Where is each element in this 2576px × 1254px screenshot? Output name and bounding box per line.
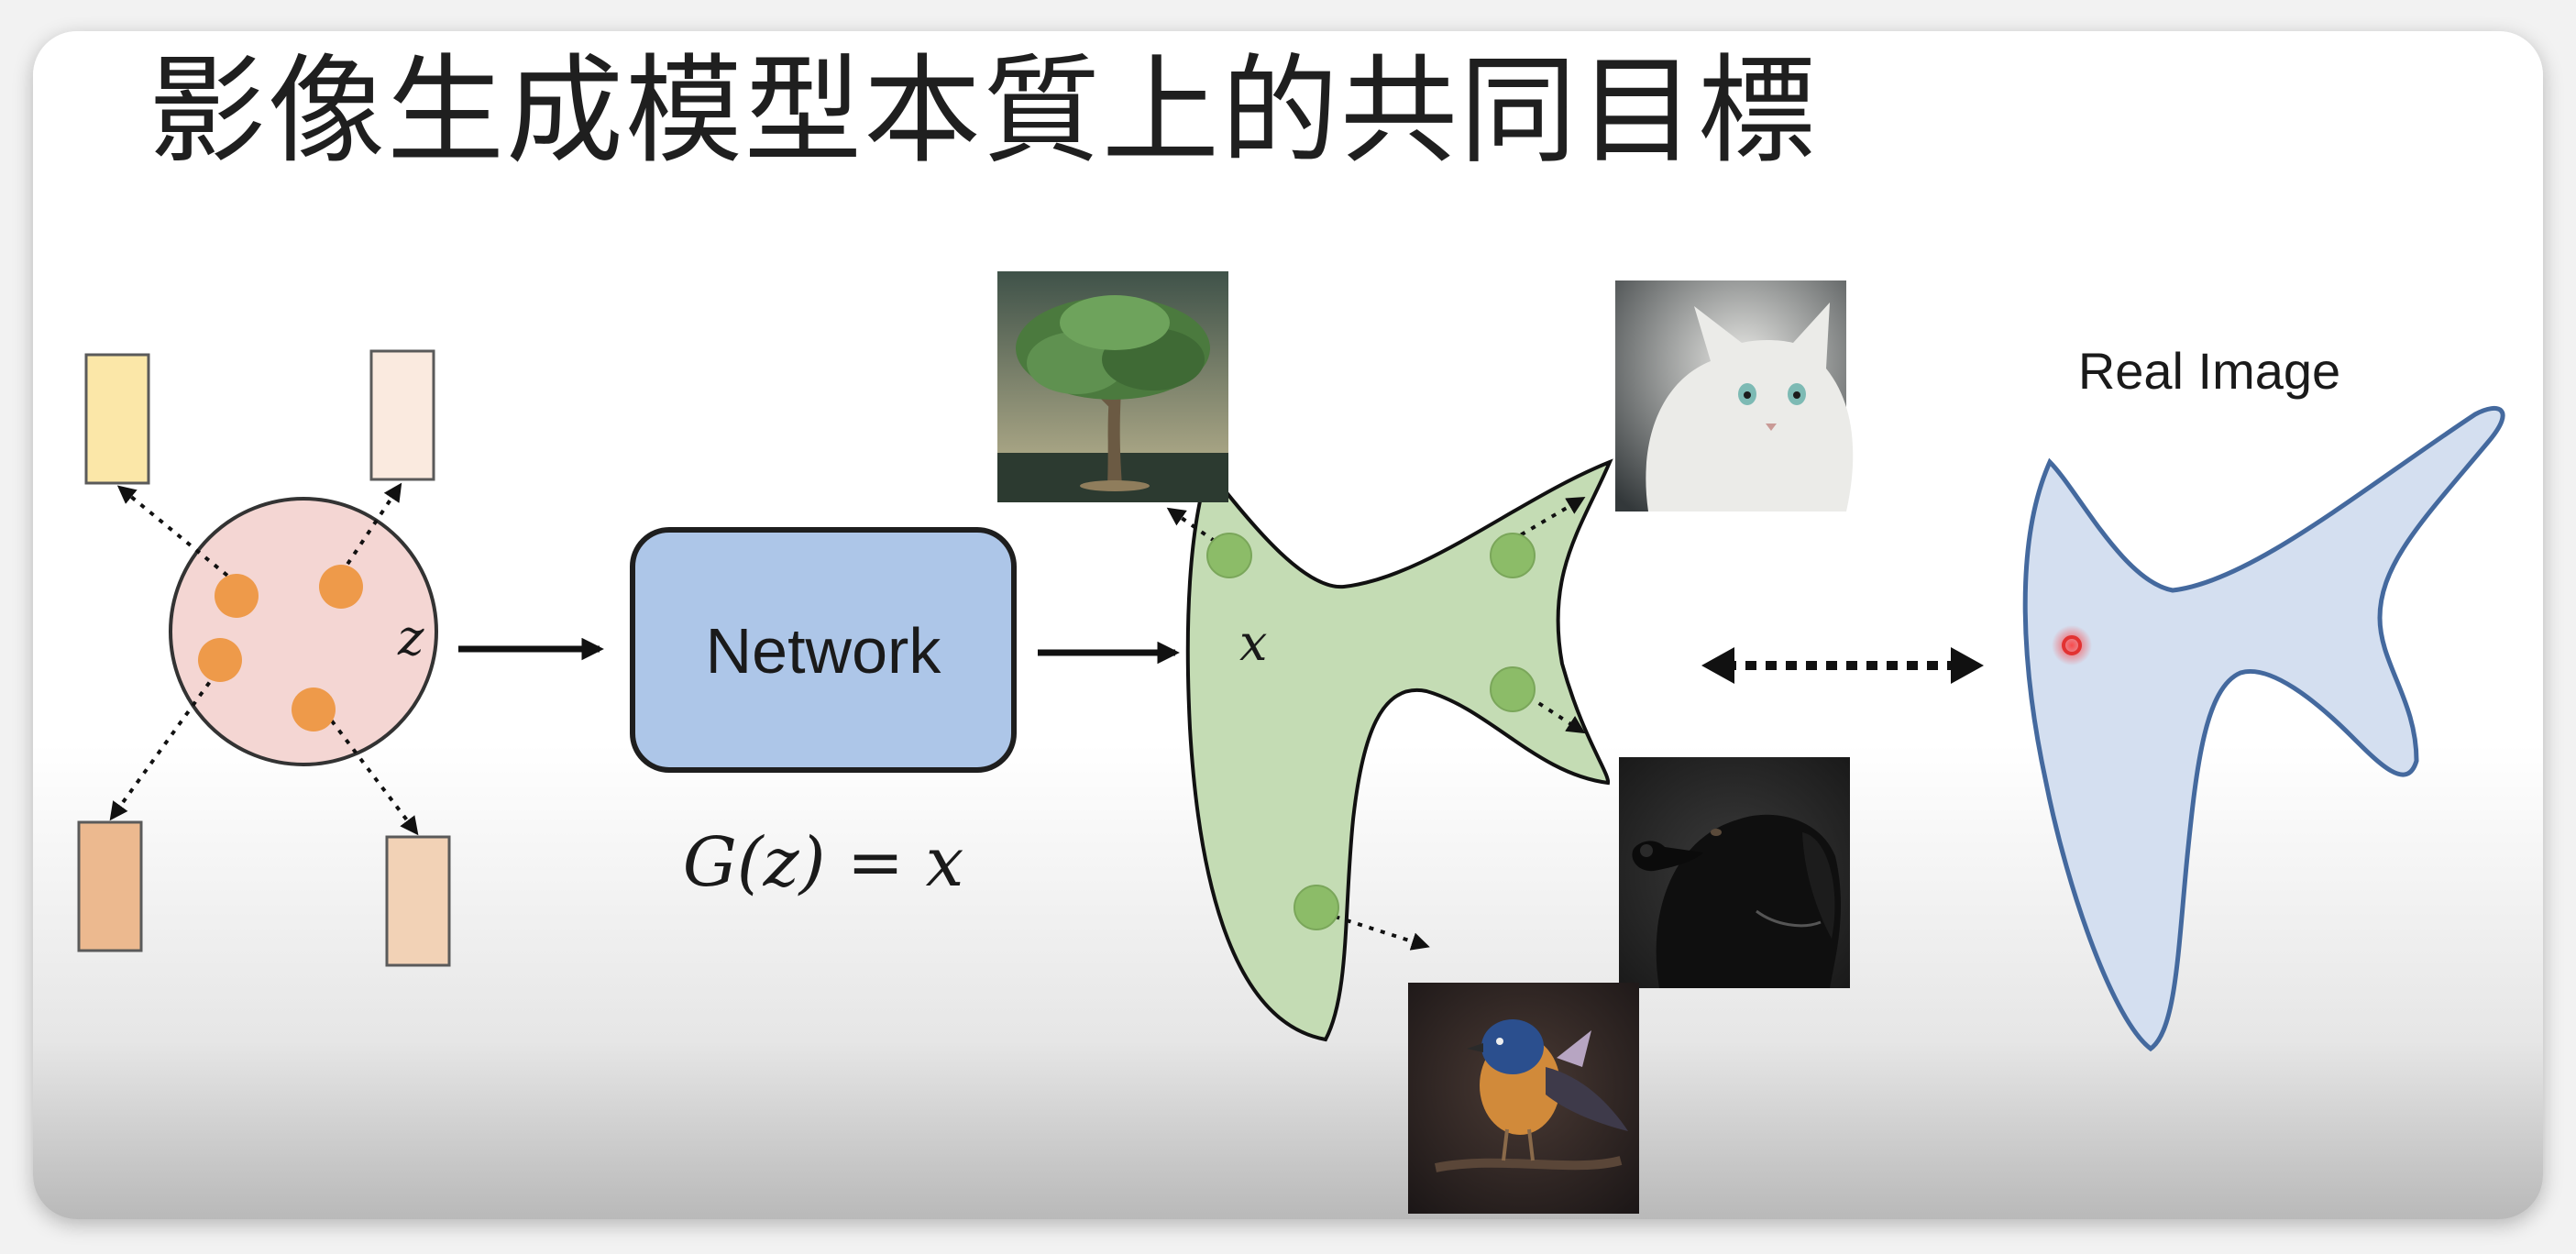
latent-arrows [109,482,419,836]
slide: 影像生成模型本質上的共同目標 [33,31,2543,1219]
dog-image [1619,757,1850,988]
generated-point [1490,533,1536,578]
latent-point [198,638,242,682]
real-distribution-shape [2022,405,2505,1052]
latent-point [215,574,259,618]
latent-sample-rects [77,349,451,967]
latent-space-circle [169,497,438,766]
generated-point [1206,533,1252,578]
network-label: Network [706,615,942,687]
generative-model-diagram: z Network G(z) = x x [77,271,2505,1214]
latent-points [198,565,363,732]
generated-label: x [1239,614,1267,672]
real-sample-point [2052,625,2092,666]
latent-label: z [397,609,424,666]
latent-point [292,688,336,732]
bird-image [1408,983,1639,1214]
generated-points [1206,533,1536,930]
network-box [630,527,1017,773]
comparison-arrow [1701,647,1984,684]
generated-point [1490,666,1536,712]
latent-sample-rect-bottom-left [77,820,143,952]
generated-distribution-shape [1185,458,1613,1042]
latent-sample-rect-bottom-right [385,835,451,967]
slide-title: 影像生成模型本質上的共同目標 [149,43,1818,180]
tree-image [997,271,1228,502]
cat-image [1615,280,1854,512]
equation: G(z) = x [683,823,964,902]
latent-sample-rect-top-right [369,349,435,481]
latent-sample-rect-top-left [84,353,150,485]
real-image-label: Real Image [2078,342,2340,400]
generated-point [1294,885,1339,930]
latent-point [319,565,363,609]
